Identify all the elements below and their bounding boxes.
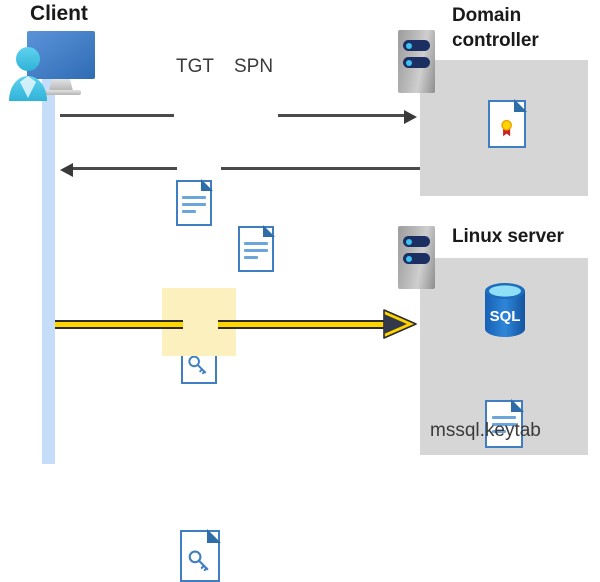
certificate-icon: [488, 99, 527, 148]
arrowhead-left-icon: [60, 163, 73, 177]
arrowhead-right-icon: [404, 110, 417, 124]
client-label: Client: [30, 2, 88, 25]
message-line-ticket-left: [73, 167, 177, 170]
dc-label-line1: Domain: [452, 5, 522, 26]
user-computer-icon: [5, 28, 101, 104]
message-line-ticket-right: [221, 167, 420, 170]
document-icon: [176, 179, 213, 226]
dc-label-line2: controller: [452, 30, 539, 51]
document-icon: [238, 225, 275, 272]
server-icon: [398, 226, 435, 289]
message-line-tgt-spn-left: [60, 114, 174, 117]
tgt-label: TGT: [176, 56, 214, 77]
arrowhead-gold-icon: [382, 306, 418, 342]
message-line-tgt-spn-right: [278, 114, 406, 117]
keytab-file-icon: [485, 399, 524, 448]
keytab-filename-label: mssql.keytab: [430, 420, 541, 441]
sql-database-icon: SQL: [482, 282, 528, 338]
key-glyph-icon: [188, 550, 208, 571]
gold-line-right: [218, 320, 390, 329]
sql-text: SQL: [490, 308, 521, 325]
client-lifeline: [42, 60, 55, 464]
spn-label: SPN: [234, 56, 274, 77]
key-document-icon: [180, 529, 221, 582]
gold-line-left: [55, 320, 183, 329]
linux-server-label: Linux server: [452, 226, 564, 247]
server-icon: [398, 30, 435, 93]
domain-controller-label: Domain controller: [452, 3, 592, 53]
key-glyph-icon: [188, 355, 207, 375]
